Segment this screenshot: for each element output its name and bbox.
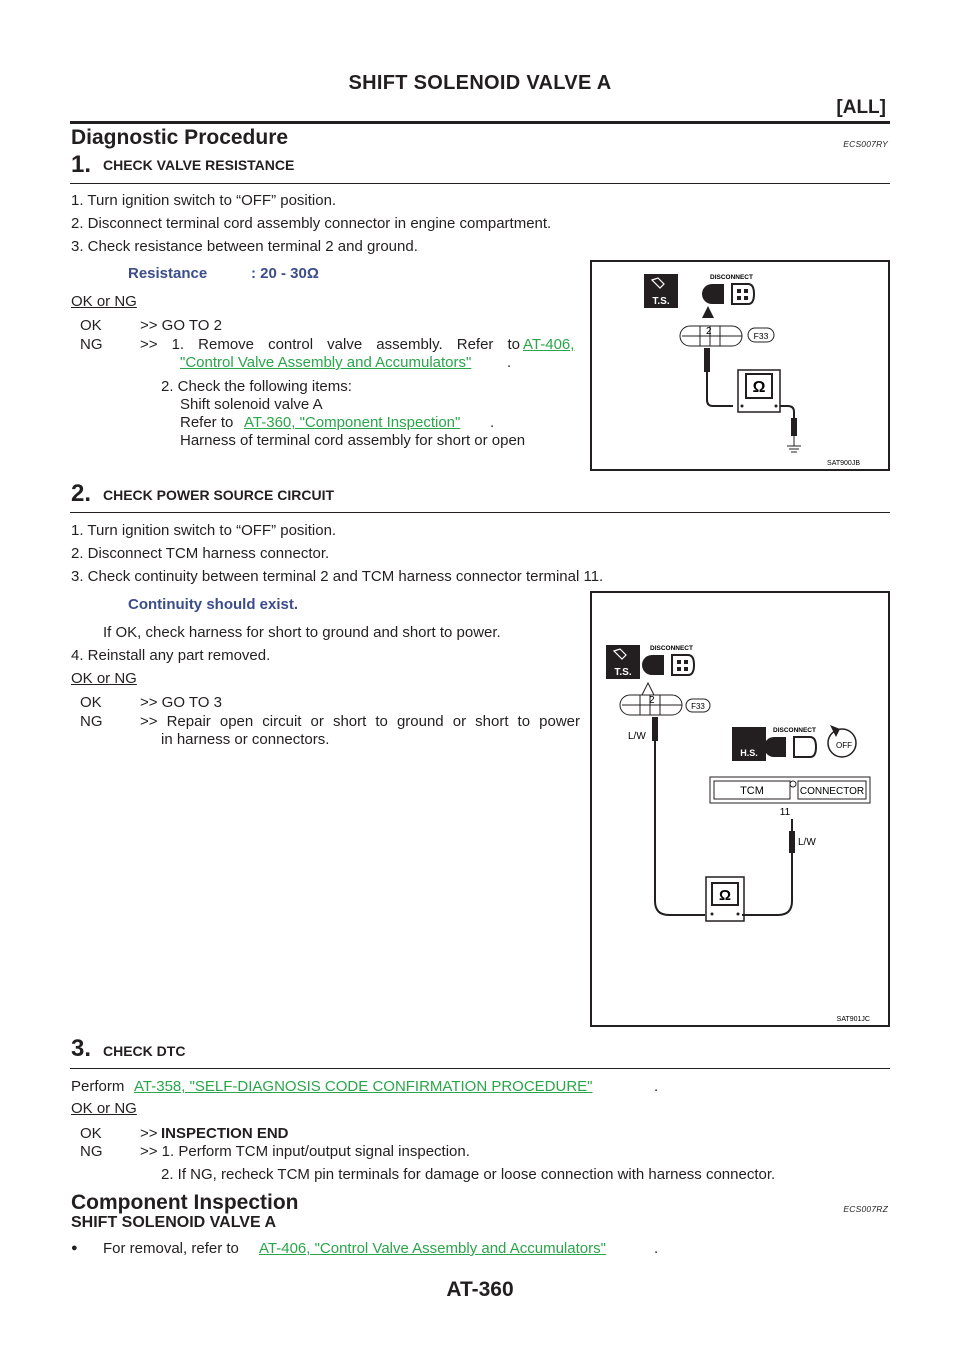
- figure-sat901jc: T.S. DISCONNECT 2 F33 L/W: [590, 591, 890, 1027]
- ok-or-ng-label: OK or NG: [71, 670, 137, 687]
- page-header-title: SHIFT SOLENOID VALVE A: [348, 72, 612, 94]
- ng-label: NG: [80, 336, 103, 353]
- ng-result: Harness of terminal cord assembly for sh…: [180, 432, 526, 449]
- step-title: CHECK VALVE RESISTANCE: [103, 157, 295, 173]
- step-number: 1.: [71, 151, 92, 178]
- figure-code: SAT901JC: [837, 1016, 870, 1023]
- disconnect-label: DISCONNECT: [650, 645, 693, 652]
- ohm-icon: Ω: [753, 379, 766, 396]
- spec-text: Continuity should exist.: [128, 596, 299, 613]
- tcm-connector: TCM CONNECTOR: [709, 776, 871, 804]
- punctuation: .: [507, 354, 512, 371]
- connector-face: 2: [619, 694, 683, 716]
- step-title: CHECK DTC: [103, 1043, 186, 1059]
- ohmmeter: Ω: [737, 369, 781, 413]
- punctuation: .: [490, 414, 495, 431]
- section-heading-diagnostic: Diagnostic Procedure: [71, 126, 289, 149]
- ok-result: >> GO TO 3: [140, 694, 222, 711]
- ok-or-ng-label: OK or NG: [71, 1100, 137, 1117]
- wiring-diagram-continuity: T.S. DISCONNECT 2 F33 L/W: [606, 645, 871, 1023]
- ts-label: T.S.: [614, 667, 631, 678]
- pin-number: 11: [780, 807, 791, 818]
- removal-text: For removal, refer to: [103, 1240, 239, 1257]
- link-control-valve[interactable]: AT-406, "Control Valve Assembly and Accu…: [259, 1240, 606, 1257]
- section-code: ECS007RZ: [843, 1204, 888, 1214]
- step-rule: [70, 183, 890, 184]
- hs-label: H.S.: [740, 748, 758, 758]
- instruction-item: 2. Disconnect TCM harness connector.: [71, 545, 330, 562]
- ok-result: INSPECTION END: [161, 1125, 289, 1142]
- svg-text:CONNECTOR: CONNECTOR: [800, 786, 864, 797]
- bullet-icon: ●: [71, 1242, 78, 1254]
- instruction-item: 3. Check continuity between terminal 2 a…: [71, 568, 604, 585]
- ng-result: 2. Check the following items:: [161, 378, 352, 395]
- ohm-icon: Ω: [719, 887, 731, 904]
- ok-label: OK: [80, 694, 102, 711]
- ng-result: >> Repair open circuit or short to groun…: [140, 713, 580, 730]
- figure-code: SAT900JB: [827, 460, 860, 467]
- ng-result: >> 1. Perform TCM input/output signal in…: [140, 1143, 470, 1160]
- ignition-key-icon: OFF: [827, 725, 857, 758]
- spec-label: Resistance: [128, 265, 208, 282]
- page-header-section: [ALL]: [836, 97, 886, 118]
- link-control-valve[interactable]: AT-406,: [523, 336, 575, 353]
- ng-result: in harness or connectors.: [161, 731, 330, 748]
- svg-text:OFF: OFF: [836, 741, 852, 750]
- instruction-item: 2. Disconnect terminal cord assembly con…: [71, 215, 552, 232]
- wire-color-label: L/W: [628, 731, 646, 742]
- disconnect-icon: [702, 283, 756, 305]
- instruction-item: 1. Turn ignition switch to “OFF” positio…: [71, 192, 337, 209]
- step-rule: [70, 512, 890, 513]
- wiring-diagram-resistance: T.S. DISCONNECT 2 F33: [644, 274, 860, 467]
- disconnect-label: DISCONNECT: [710, 274, 753, 281]
- step-title: CHECK POWER SOURCE CIRCUIT: [103, 487, 335, 503]
- instruction-item: 1. Turn ignition switch to “OFF” positio…: [71, 522, 337, 539]
- svg-text:F33: F33: [691, 702, 705, 711]
- connector-face: 2: [679, 325, 743, 347]
- header-rule: [70, 121, 890, 124]
- figure-sat900jb: T.S. DISCONNECT 2 F33: [590, 260, 890, 471]
- connector-id-tag: F33: [685, 698, 711, 713]
- link-self-diagnosis[interactable]: AT-358, "SELF-DIAGNOSIS CODE CONFIRMATIO…: [134, 1078, 593, 1095]
- perform-text: Perform: [71, 1078, 125, 1095]
- link-component-inspection[interactable]: AT-360, "Component Inspection": [244, 414, 461, 431]
- instruction-item: 4. Reinstall any part removed.: [71, 647, 271, 664]
- ok-arrow: >>: [140, 1125, 158, 1142]
- note-text: If OK, check harness for short to ground…: [103, 624, 501, 641]
- ground-icon: [787, 445, 801, 453]
- ts-label: T.S.: [652, 296, 669, 307]
- ng-result: 2. If NG, recheck TCM pin terminals for …: [161, 1166, 776, 1183]
- ok-label: OK: [80, 1125, 102, 1142]
- ok-result: >> GO TO 2: [140, 317, 222, 334]
- ng-label: NG: [80, 713, 103, 730]
- section-code: ECS007RY: [843, 139, 888, 149]
- subsection-heading: SHIFT SOLENOID VALVE A: [71, 1214, 277, 1231]
- ohmmeter: Ω: [705, 876, 745, 922]
- ok-or-ng-label: OK or NG: [71, 293, 137, 310]
- step-number: 2.: [71, 480, 92, 507]
- instruction-item: 3. Check resistance between terminal 2 a…: [71, 238, 418, 255]
- link-control-valve[interactable]: "Control Valve Assembly and Accumulators…: [180, 354, 472, 371]
- ng-result: >> 1. Remove control valve assembly. Ref…: [140, 336, 520, 353]
- svg-text:F33: F33: [754, 331, 769, 341]
- page-number: AT-360: [446, 1278, 514, 1301]
- disconnect-icon: [764, 736, 818, 758]
- connector-id-tag: F33: [747, 327, 775, 343]
- punctuation: .: [654, 1240, 659, 1257]
- step-number: 3.: [71, 1035, 92, 1062]
- punctuation: .: [654, 1078, 659, 1095]
- ng-result: Refer to: [180, 414, 234, 431]
- terminal-number: 2: [706, 326, 712, 337]
- wire-color-label: L/W: [798, 837, 816, 848]
- terminal-number: 2: [649, 695, 655, 706]
- spec-value: : 20 - 30Ω: [251, 265, 319, 282]
- step-rule: [70, 1068, 890, 1069]
- section-heading-component: Component Inspection: [71, 1191, 299, 1214]
- svg-text:TCM: TCM: [740, 785, 764, 797]
- disconnect-label: DISCONNECT: [773, 727, 816, 734]
- disconnect-icon: [642, 654, 696, 676]
- ng-result: Shift solenoid valve A: [180, 396, 323, 413]
- ng-label: NG: [80, 1143, 103, 1160]
- ok-label: OK: [80, 317, 102, 334]
